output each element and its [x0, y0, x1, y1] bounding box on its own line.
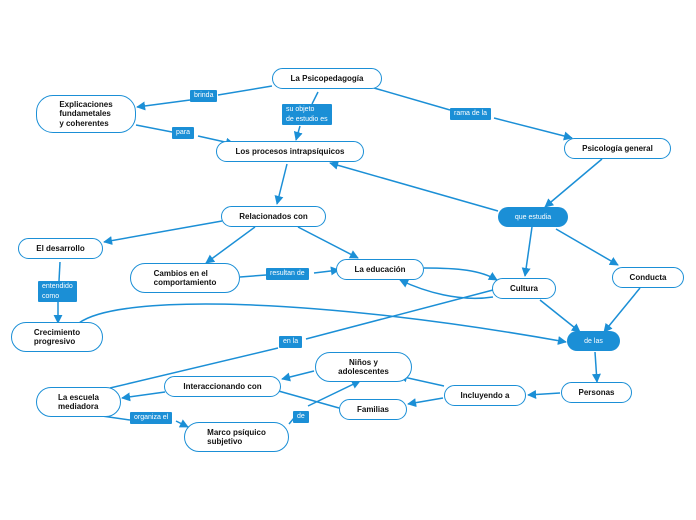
- edge-queestudia-conducta: [555, 228, 619, 266]
- edge-crecimiento-delas: [78, 303, 567, 346]
- node-escuela-mediadora[interactable]: La escuela mediadora: [36, 387, 121, 417]
- edge-resultan-educacion: [313, 266, 340, 276]
- edge-interaccionando-escuela: [121, 391, 166, 402]
- node-cultura[interactable]: Cultura: [492, 278, 556, 299]
- edge-conducta-delas: [603, 287, 641, 333]
- edge-incluyendo-familias: [407, 397, 444, 408]
- node-explicaciones[interactable]: Explicaciones fundametales y coherentes: [36, 95, 136, 133]
- edge-relacionados-educacion: [297, 226, 359, 259]
- label-organiza-el: organiza el: [130, 412, 173, 424]
- edge-enla-escuela: [109, 347, 279, 389]
- node-interaccionando-con[interactable]: Interaccionando con: [164, 376, 281, 397]
- edge-psico-brinda: [217, 85, 273, 96]
- node-procesos-intrapsiquicos[interactable]: Los procesos intrapsíquicos: [216, 141, 364, 162]
- edge-cambios-resultan: [239, 274, 267, 278]
- edge-desarrollo-entendido: [58, 261, 61, 282]
- node-relacionados-con[interactable]: Relacionados con: [221, 206, 326, 227]
- edge-procesos-relacionados: [274, 163, 288, 205]
- edge-psico-rama: [373, 87, 451, 111]
- label-en-la: en la: [279, 336, 303, 348]
- edge-organiza-marco: [175, 419, 189, 428]
- edge-rama-psicologia: [493, 117, 573, 141]
- node-psicologia-general[interactable]: Psicología general: [564, 138, 671, 159]
- edge-ninos-interaccionando: [281, 370, 315, 382]
- node-conducta[interactable]: Conducta: [612, 267, 684, 288]
- node-el-desarrollo[interactable]: El desarrollo: [18, 238, 103, 259]
- node-ninos-adolescentes[interactable]: Niños y adolescentes: [315, 352, 412, 382]
- edge-brinda-explicaciones: [136, 99, 191, 111]
- edge-de-ninos: [307, 380, 361, 407]
- edge-explicaciones-para: [135, 124, 173, 133]
- hub-de-las[interactable]: de las: [567, 331, 620, 351]
- node-cambios-comportamiento[interactable]: Cambios en el comportamiento: [130, 263, 240, 293]
- edge-personas-incluyendo: [527, 390, 561, 399]
- node-familias[interactable]: Familias: [339, 399, 407, 420]
- node-incluyendo-a[interactable]: Incluyendo a: [444, 385, 526, 406]
- edge-queestudia-procesos: [329, 160, 499, 212]
- edge-educacion-cultura: [423, 267, 498, 281]
- edge-delas-personas: [591, 351, 601, 383]
- node-crecimiento-progresivo[interactable]: Crecimiento progresivo: [11, 322, 103, 352]
- edge-queestudia-cultura: [521, 226, 533, 277]
- node-personas[interactable]: Personas: [561, 382, 632, 403]
- node-marco-psiquico[interactable]: Marco psíquico subjetivo: [184, 422, 289, 452]
- edge-relacionados-cambios: [205, 226, 256, 264]
- edge-psico-objeto: [311, 91, 319, 105]
- node-la-psicopedagogia[interactable]: La Psicopedagogía: [272, 68, 382, 89]
- edge-cultura-enla: [305, 289, 494, 340]
- label-resultan-de: resultan de: [266, 268, 309, 280]
- edge-cultura-delas: [539, 299, 581, 333]
- edge-psicologia-queestudia: [544, 158, 603, 208]
- edge-objeto-procesos: [293, 125, 303, 141]
- label-brinda: brinda: [190, 90, 218, 102]
- label-su-objeto: su objeto de estudio es: [282, 104, 332, 125]
- label-entendido-como: entendido como: [38, 281, 77, 302]
- hub-que-estudia[interactable]: que estudia: [498, 207, 568, 227]
- label-para: para: [172, 127, 195, 139]
- node-la-educacion[interactable]: La educación: [336, 259, 424, 280]
- edge-cultura-educacion: [399, 279, 494, 300]
- edge-relacionados-desarrollo: [103, 220, 223, 246]
- label-de: de: [293, 411, 309, 423]
- edge-familias-interaccionando: [274, 389, 340, 409]
- label-rama-de-la: rama de la: [450, 108, 492, 120]
